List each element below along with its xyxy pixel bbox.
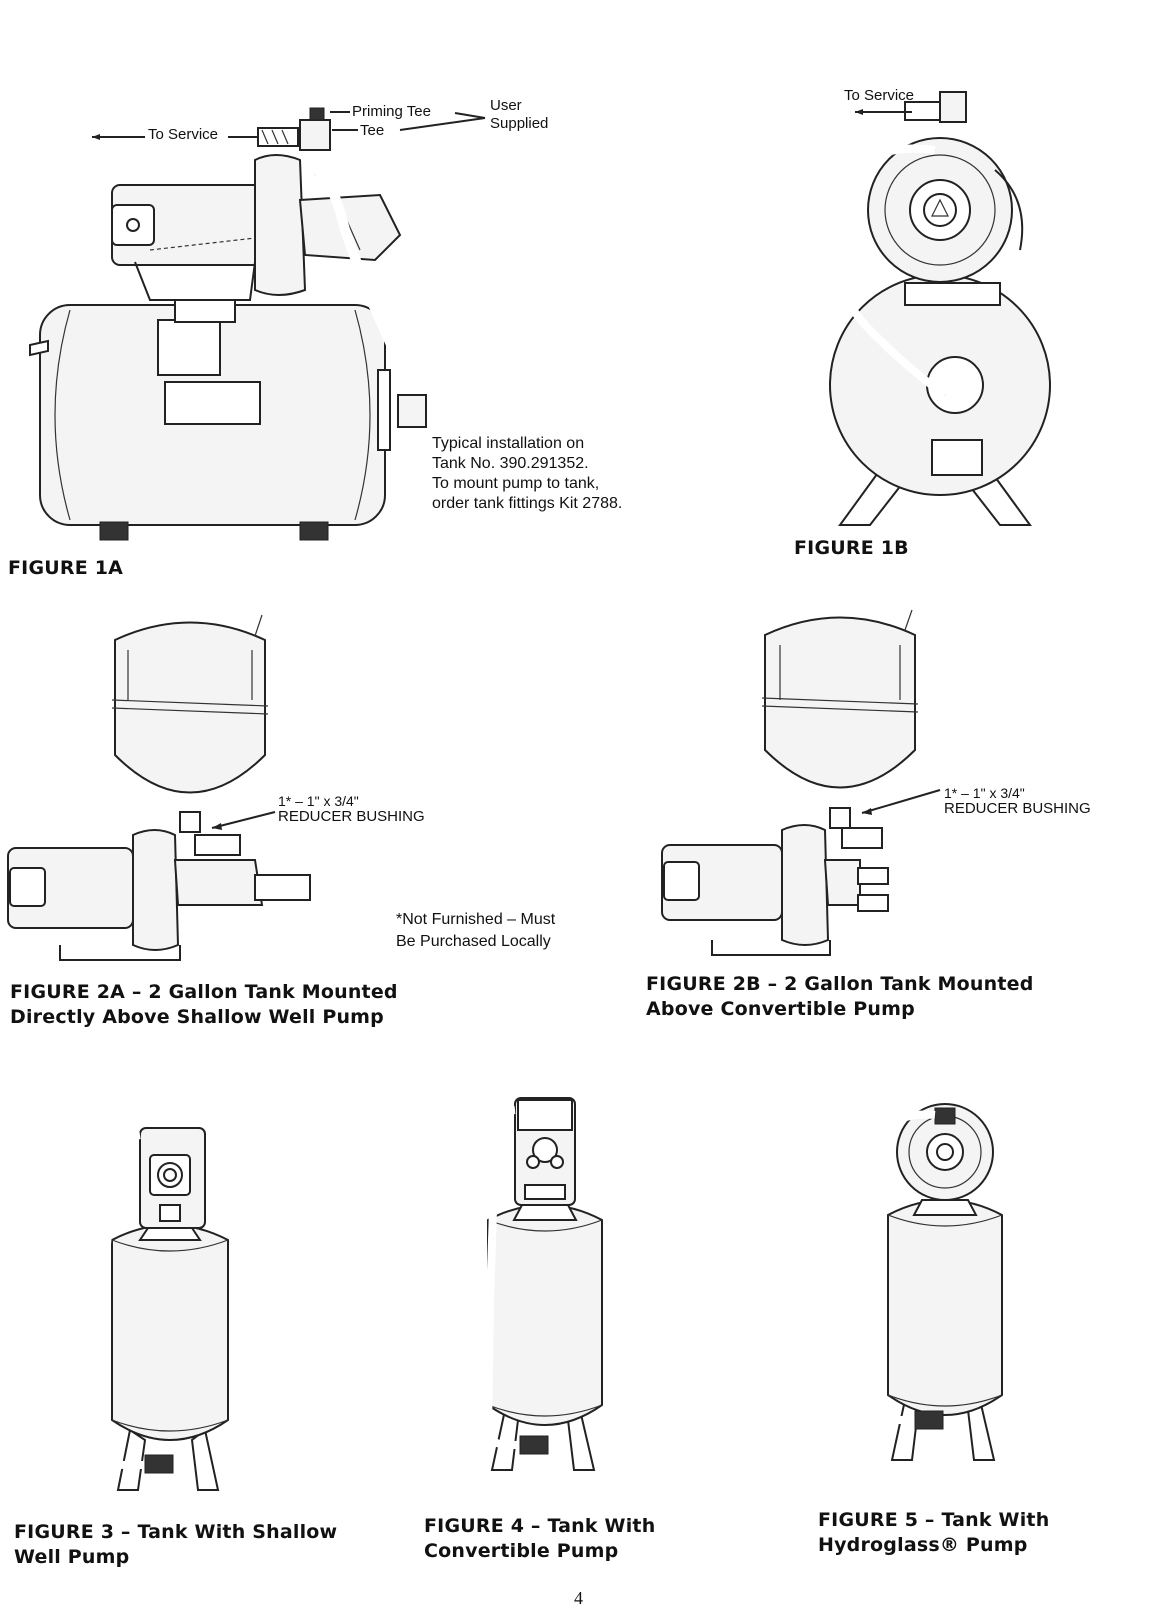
figure-4-caption-line1: FIGURE 4 – Tank With — [424, 1515, 656, 1537]
tee-label: Tee — [360, 122, 385, 139]
figure-2b-caption-line2: Above Convertible Pump — [646, 998, 915, 1020]
installation-note-line2: Tank No. 390.291352. — [432, 455, 589, 472]
figure-1a-caption: FIGURE 1A — [8, 557, 124, 579]
reducer-bushing-label-2b: REDUCER BUSHING — [944, 800, 1091, 817]
reducer-bushing-spec-2b: 1* – 1" x 3/4" — [944, 785, 1025, 801]
figure-5-caption-line2: Hydroglass® Pump — [818, 1534, 1028, 1556]
figure-2a-caption-line2: Directly Above Shallow Well Pump — [10, 1006, 384, 1028]
not-furnished-note-line1: *Not Furnished – Must — [396, 911, 556, 928]
page-number: 4 — [574, 1588, 583, 1608]
figure-3-caption-line2: Well Pump — [14, 1546, 130, 1568]
figure-3-caption-line1: FIGURE 3 – Tank With Shallow — [14, 1521, 338, 1543]
to-service-label: To Service — [148, 126, 219, 143]
installation-note-line4: order tank fittings Kit 2788. — [432, 495, 623, 512]
reducer-bushing-label-2a: REDUCER BUSHING — [278, 808, 425, 825]
figure-4-caption-line2: Convertible Pump — [424, 1540, 619, 1562]
priming-tee-label: Priming Tee — [352, 103, 431, 120]
user-supplied-label-line1: User — [490, 97, 522, 114]
figure-5-caption-line1: FIGURE 5 – Tank With — [818, 1509, 1050, 1531]
installation-note-line1: Typical installation on — [432, 435, 585, 452]
user-supplied-label-line2: Supplied — [490, 115, 549, 132]
figure-2b-caption-line1: FIGURE 2B – 2 Gallon Tank Mounted — [646, 973, 1034, 995]
figure-1b-caption: FIGURE 1B — [794, 537, 909, 559]
to-service-label-1b: To Service — [844, 87, 915, 104]
not-furnished-note-line2: Be Purchased Locally — [396, 933, 551, 950]
installation-note-line3: To mount pump to tank, — [432, 475, 600, 492]
reducer-bushing-spec-2a: 1* – 1" x 3/4" — [278, 793, 359, 809]
figure-2a-caption-line1: FIGURE 2A – 2 Gallon Tank Mounted — [10, 981, 398, 1003]
